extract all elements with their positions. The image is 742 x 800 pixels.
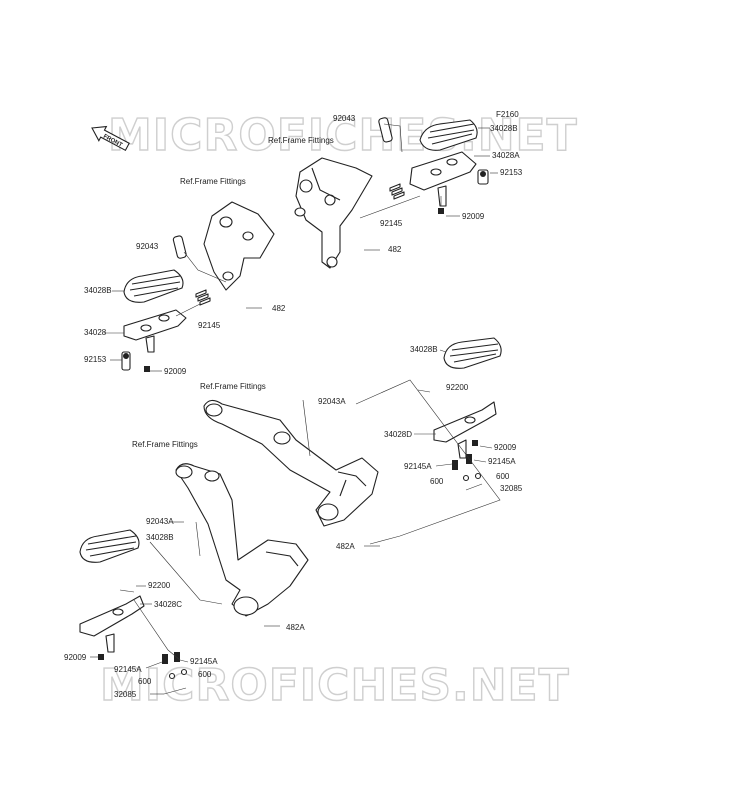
footpeg-bracket-34028	[123, 309, 187, 353]
watermark-top: MICROFICHES.NET	[108, 110, 578, 161]
label-34028A: 34028A	[492, 151, 520, 160]
label-92200-mr: 92200	[446, 383, 469, 392]
bolt-92153-left	[121, 351, 131, 371]
label-34028-left: 34028	[84, 328, 107, 337]
label-34028D: 34028D	[384, 430, 412, 439]
label-34028C: 34028C	[154, 600, 182, 609]
bracket-upper-left	[203, 201, 275, 291]
label-600-mr-1: 600	[430, 477, 444, 486]
label-32085-low: 32085	[114, 690, 137, 699]
passenger-bracket-right	[203, 399, 379, 527]
washer-600-low	[168, 672, 176, 680]
pin-32085-mr	[465, 483, 483, 491]
label-92043A-mid: 92043A	[318, 397, 346, 406]
label-600-low-2: 600	[138, 677, 152, 686]
pin-92043-left	[172, 235, 187, 259]
spring-92145A-low	[162, 652, 180, 664]
pin-92200-low	[119, 589, 135, 593]
label-92145-left: 92145	[198, 321, 221, 330]
label-92145A-mr-2: 92145A	[488, 457, 516, 466]
bracket-upper-right	[294, 157, 373, 269]
label-ref-frame-3: Ref.Frame Fittings	[200, 382, 266, 391]
label-92153-left: 92153	[84, 355, 107, 364]
rubber-34028B-left	[123, 269, 184, 303]
label-ref-frame-4: Ref.Frame Fittings	[132, 440, 198, 449]
pin-32085-low	[163, 687, 187, 695]
bolt-92153-top	[477, 169, 489, 185]
label-34028B-low: 34028B	[146, 533, 174, 542]
label-92145A-low-1: 92145A	[114, 665, 142, 674]
label-92009-mr: 92009	[494, 443, 517, 452]
label-92153-top: 92153	[500, 168, 523, 177]
label-482A-low: 482A	[286, 623, 305, 632]
label-92043-left: 92043	[136, 242, 159, 251]
pin-92200-mr	[417, 389, 431, 393]
rubber-34028B-mr	[443, 337, 502, 369]
spring-92145-left	[195, 289, 211, 306]
label-34028B-mr: 34028B	[410, 345, 438, 354]
label-92009-left: 92009	[164, 367, 187, 376]
pin-92043-top	[378, 117, 393, 143]
figure-code: F2160	[496, 110, 519, 119]
label-92009-low: 92009	[64, 653, 87, 662]
footpeg-bracket-34028C	[79, 595, 145, 653]
label-92145-top: 92145	[380, 219, 403, 228]
pin-92043A-mid	[302, 399, 311, 457]
spring-92145-top	[389, 183, 405, 200]
label-32085-mr: 32085	[500, 484, 523, 493]
label-ref-frame-1: Ref.Frame Fittings	[268, 136, 334, 145]
bolt-92009-mr	[472, 440, 478, 446]
rubber-34028B-low	[79, 529, 140, 563]
rubber-34028B-top	[419, 119, 478, 151]
label-92009-top: 92009	[462, 212, 485, 221]
bolt-92009-top	[438, 196, 444, 214]
label-92145A-mr-1: 92145A	[404, 462, 432, 471]
bolt-92009-left	[144, 366, 150, 372]
footpeg-bracket-34028A	[409, 151, 477, 207]
label-482-top: 482	[388, 245, 402, 254]
label-34028B-top: 34028B	[490, 124, 518, 133]
passenger-bracket-left	[175, 463, 309, 617]
footpeg-bracket-34028D	[433, 401, 497, 459]
label-34028B-left: 34028B	[84, 286, 112, 295]
label-482A-mid: 482A	[336, 542, 355, 551]
label-92043-top: 92043	[333, 114, 356, 123]
label-92145A-low-2: 92145A	[190, 657, 218, 666]
label-600-low-1: 600	[198, 670, 212, 679]
pin-92043A-low	[195, 521, 201, 557]
label-482-left: 482	[272, 304, 286, 313]
watermark-bottom: MICROFICHES.NET	[100, 660, 570, 711]
label-600-mr-2: 600	[496, 472, 510, 481]
label-92043A-low: 92043A	[146, 517, 174, 526]
label-92200-low: 92200	[148, 581, 171, 590]
bolt-92009-low	[98, 654, 104, 660]
label-ref-frame-2: Ref.Frame Fittings	[180, 177, 246, 186]
washer-600-mr	[462, 474, 470, 482]
